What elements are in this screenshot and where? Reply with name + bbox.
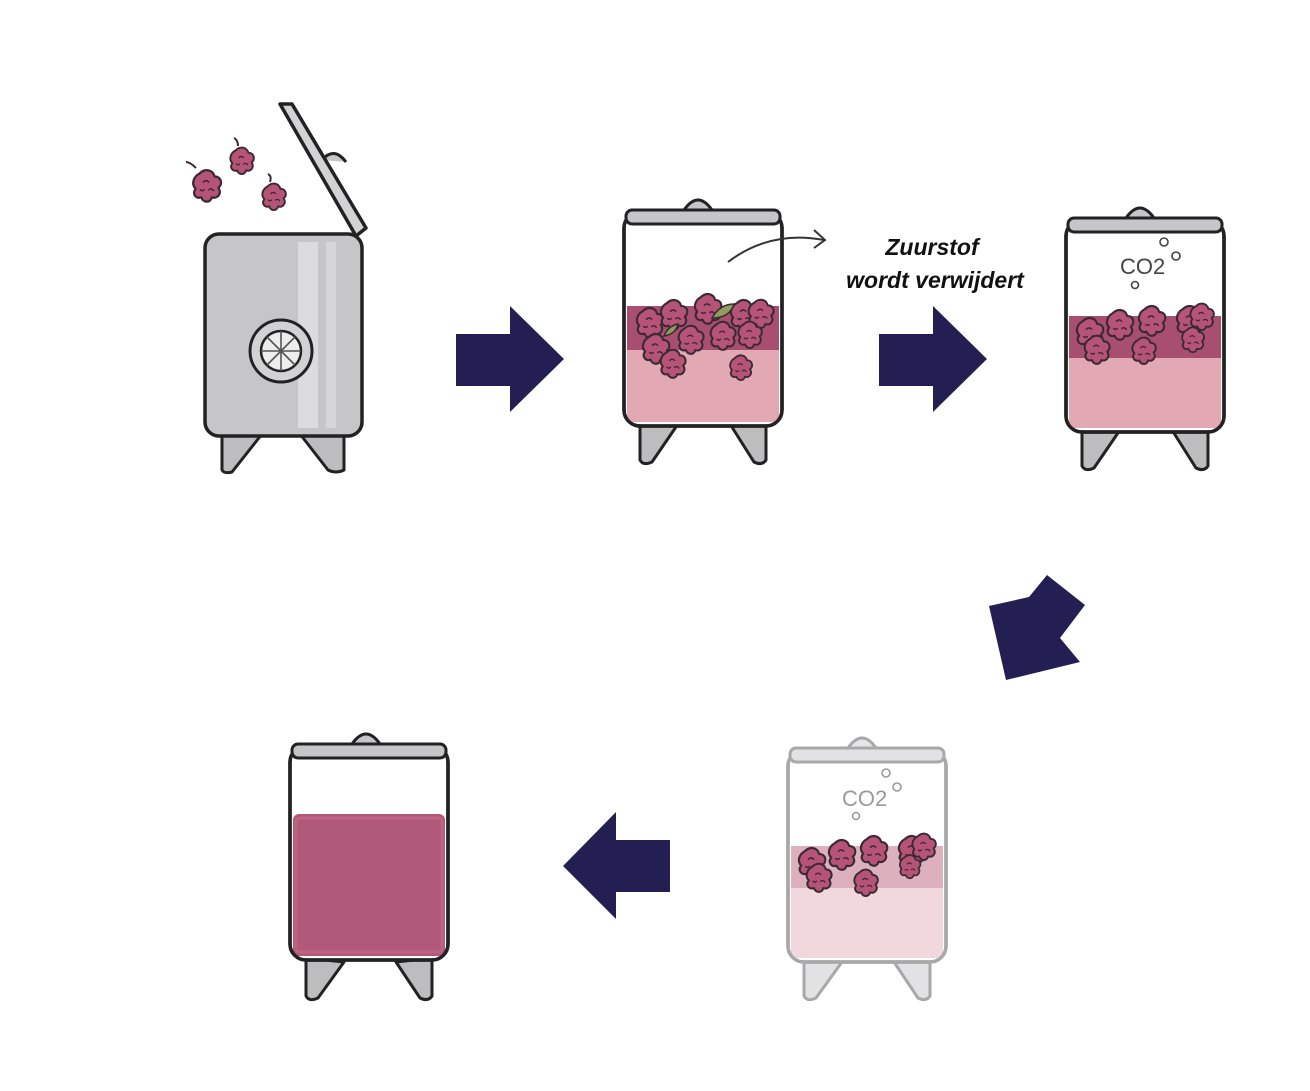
leaf-icon [710, 303, 735, 319]
arrow-left [563, 812, 670, 919]
arrow-right-1 [456, 306, 564, 412]
bubble-icons [1130, 237, 1181, 290]
wine-fill [293, 814, 445, 956]
tank-filled [622, 198, 827, 466]
grape-icon [193, 170, 222, 202]
grape-cluster [636, 294, 774, 381]
oxygen-label-line1: Zuurstof [884, 234, 981, 260]
oxygen-exit-arrow [727, 229, 827, 263]
arrow-right-2 [879, 306, 987, 412]
oxygen-label-line2: wordt verwijdert [846, 267, 1025, 293]
co2-label: CO2 [842, 786, 887, 811]
arrow-diagonal [989, 575, 1085, 680]
tank-open [185, 102, 368, 475]
grape-icon [230, 147, 254, 174]
grape-icon [262, 183, 286, 210]
porthole-icon [248, 318, 314, 384]
tank-with-wine-icon [288, 732, 450, 1002]
co2-label: CO2 [1120, 254, 1165, 279]
open-steel-tank-icon [203, 102, 368, 475]
tank-faded: CO2 [786, 736, 948, 1002]
tank-wine [288, 732, 450, 1002]
leaf-icon [662, 323, 679, 337]
falling-grapes [185, 137, 286, 210]
bubble-icons [851, 768, 902, 821]
tank-co2: CO2 [1064, 206, 1226, 472]
